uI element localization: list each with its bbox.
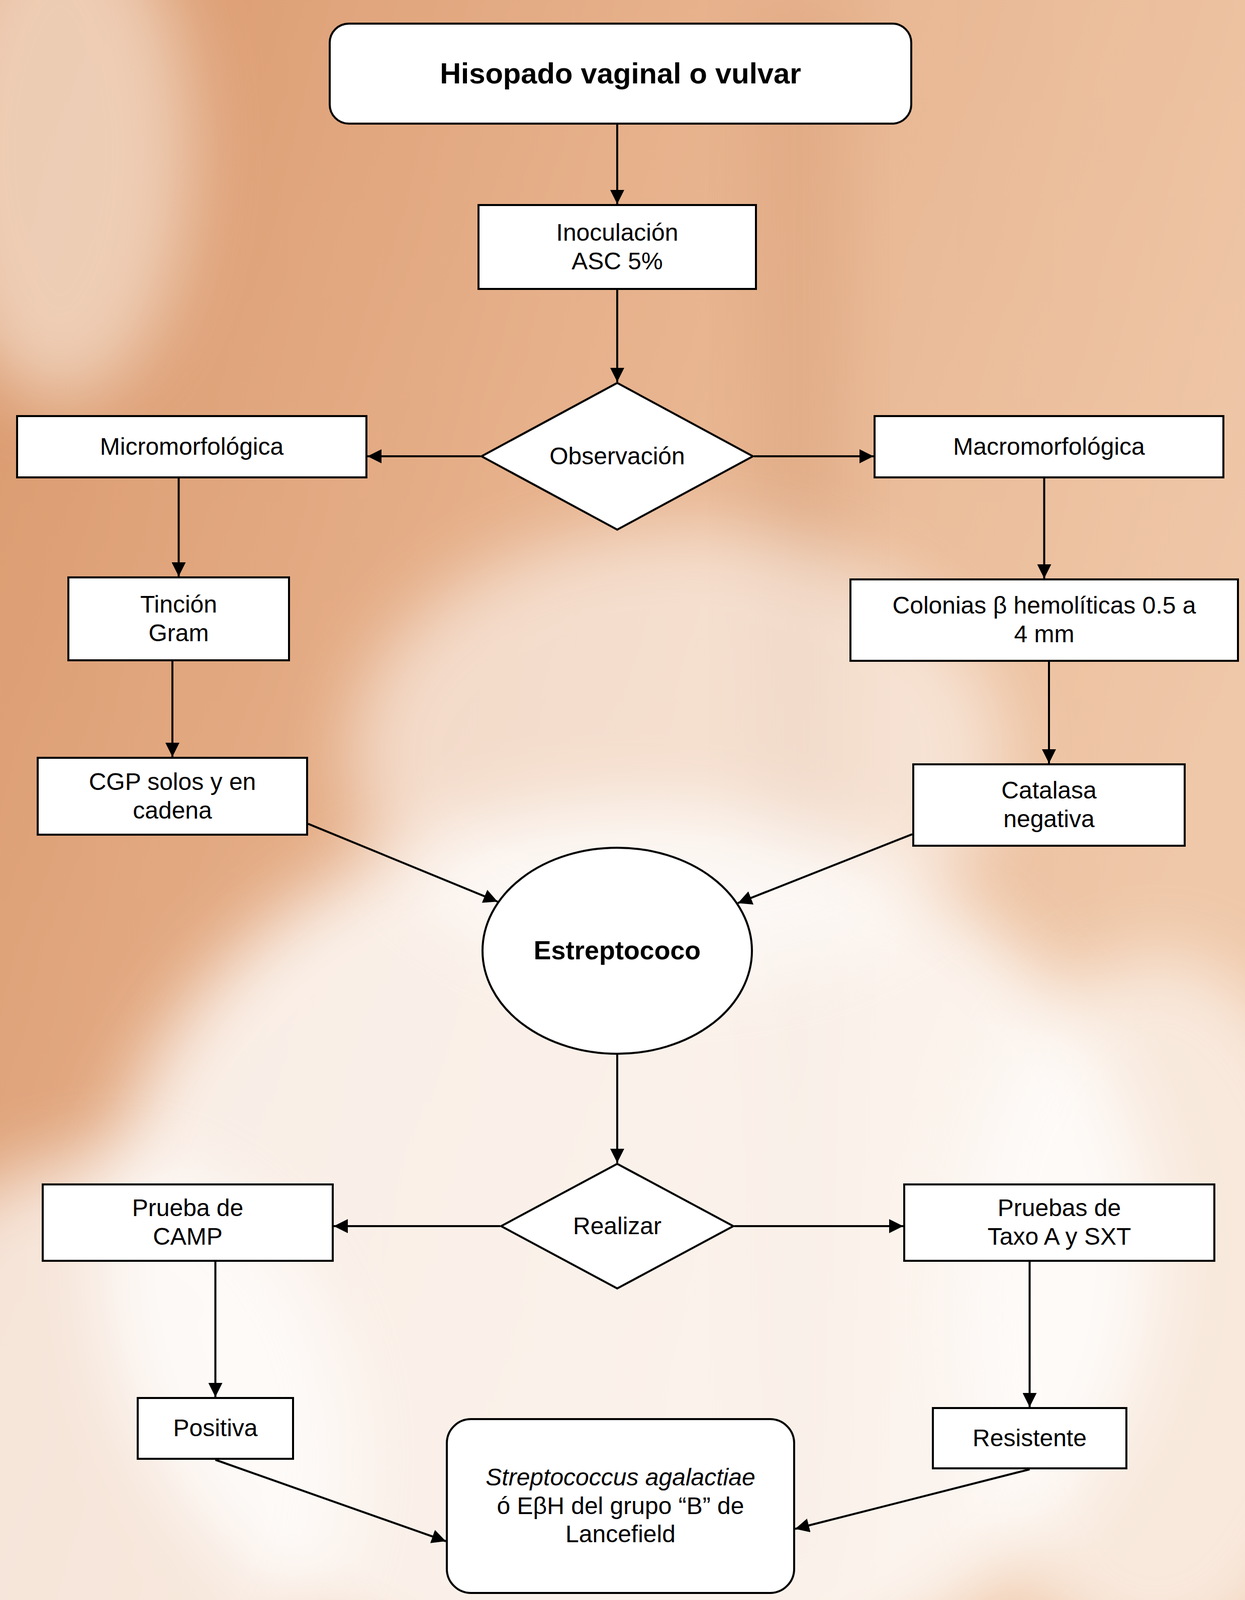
process-box: Inoculación ASC 5% bbox=[477, 204, 757, 291]
process-box: CGP solos y en cadena bbox=[36, 756, 309, 836]
process-box: Colonias β hemolíticas 0.5 a 4 mm bbox=[849, 578, 1239, 662]
node-text: Positiva bbox=[172, 1414, 258, 1444]
connector-arrow bbox=[616, 124, 619, 205]
process-box: Tinción Gram bbox=[67, 576, 291, 662]
node-text: Tinción Gram bbox=[121, 590, 237, 648]
process-box: Resistente bbox=[931, 1407, 1128, 1470]
node-text: Inoculación ASC 5% bbox=[534, 218, 701, 276]
diamond-shape bbox=[501, 1164, 734, 1289]
connector-arrow bbox=[616, 290, 619, 382]
connector-arrow bbox=[616, 1055, 619, 1164]
connector-arrow bbox=[308, 823, 498, 902]
connector-arrow bbox=[367, 455, 481, 458]
connector-arrow bbox=[753, 455, 874, 458]
connector-arrow bbox=[1047, 661, 1050, 764]
connector-arrow bbox=[734, 1225, 904, 1228]
connector-arrow bbox=[171, 661, 174, 757]
process-box: Catalasa negativa bbox=[912, 763, 1186, 847]
node-text: CGP solos y en cadena bbox=[66, 768, 278, 825]
node-text: Realizar bbox=[572, 1212, 662, 1241]
node-text: Macromorfológica bbox=[952, 432, 1145, 462]
connector-arrow bbox=[177, 478, 180, 577]
node-text: Colonias β hemolíticas 0.5 a 4 mm bbox=[888, 591, 1201, 649]
node-text: Prueba de CAMP bbox=[112, 1194, 264, 1252]
node-text: Hisopado vaginal o vulvar bbox=[439, 56, 802, 91]
blanket-figure bbox=[954, 954, 1245, 1600]
connector-arrow bbox=[737, 834, 913, 904]
node-text: Micromorfológica bbox=[100, 432, 284, 462]
arm-figure bbox=[0, 1156, 352, 1600]
decision-diamond: Observación bbox=[480, 381, 754, 531]
decision-diamond: Realizar bbox=[500, 1163, 735, 1290]
node-text: Observación bbox=[549, 442, 685, 471]
connector-arrow bbox=[214, 1262, 217, 1398]
node-text: Pruebas de Taxo A y SXT bbox=[974, 1194, 1145, 1252]
connector-arrow bbox=[1028, 1262, 1031, 1408]
node-text: Streptococcus agalactiae bbox=[485, 1463, 755, 1493]
process-box: Macromorfológica bbox=[873, 415, 1225, 479]
process-box: Pruebas de Taxo A y SXT bbox=[903, 1183, 1216, 1263]
connector-arrow bbox=[795, 1469, 1030, 1530]
process-box: Prueba de CAMP bbox=[41, 1183, 334, 1263]
diamond-shape bbox=[481, 382, 753, 530]
connector-arrow bbox=[333, 1225, 501, 1228]
node-text: Catalasa negativa bbox=[973, 776, 1125, 834]
connector-arrow bbox=[1043, 478, 1046, 579]
result-ellipse: Estreptococo bbox=[481, 846, 753, 1056]
node-text: Estreptococo bbox=[533, 935, 701, 967]
mother-figure bbox=[0, 0, 191, 403]
terminal-box: Hisopado vaginal o vulvar bbox=[328, 22, 913, 125]
terminal-box: Streptococcus agalactiaeó EβH del grupo … bbox=[445, 1418, 796, 1595]
node-text: Resistente bbox=[972, 1424, 1087, 1454]
process-box: Micromorfológica bbox=[16, 415, 368, 479]
ellipse-shape bbox=[482, 847, 752, 1055]
node-text: ó EβH del grupo “B” de Lancefield bbox=[480, 1492, 762, 1550]
connector-arrow bbox=[215, 1460, 447, 1542]
process-box: Positiva bbox=[136, 1397, 295, 1461]
